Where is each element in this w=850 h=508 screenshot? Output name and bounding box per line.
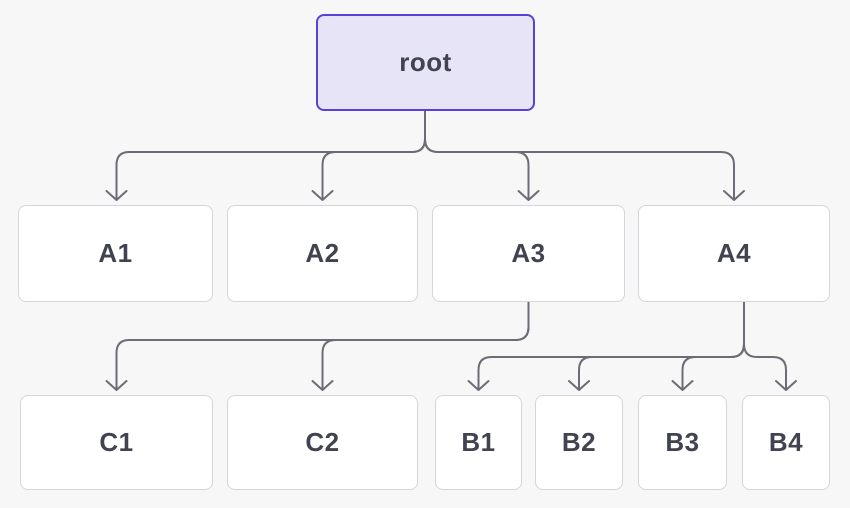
node-c1-label: C1	[99, 427, 134, 457]
node-b2-label: B2	[561, 427, 597, 457]
node-a4[interactable]: A4	[638, 205, 830, 302]
edge-a3-c2	[311, 301, 530, 391]
edge-root-a4	[424, 110, 745, 201]
edge-a4-b4	[743, 301, 797, 391]
node-c2[interactable]: C2	[227, 395, 418, 490]
node-a3-label: A3	[511, 238, 546, 268]
node-root-label: root	[399, 47, 452, 77]
node-b1[interactable]: B1	[435, 395, 522, 490]
node-a1-label: A1	[98, 238, 133, 268]
node-a2[interactable]: A2	[227, 205, 418, 302]
node-b2[interactable]: B2	[535, 395, 623, 490]
node-a3[interactable]: A3	[432, 205, 625, 302]
node-c2-label: C2	[305, 427, 340, 457]
edge-root-a1	[105, 110, 426, 201]
edge-a4-b1	[467, 301, 745, 391]
node-a1[interactable]: A1	[18, 205, 213, 302]
node-b1-label: B1	[461, 427, 496, 457]
edge-a3-c1	[105, 301, 530, 391]
node-root[interactable]: root	[316, 14, 535, 111]
node-b4-label: B4	[768, 427, 804, 457]
node-a2-label: A2	[305, 238, 340, 268]
node-c1[interactable]: C1	[20, 395, 213, 490]
node-a4-label: A4	[716, 238, 752, 268]
edge-root-a3	[424, 110, 540, 201]
edge-a4-b3	[671, 301, 745, 391]
node-b3[interactable]: B3	[638, 395, 727, 490]
node-b3-label: B3	[665, 427, 700, 457]
edge-a4-b2	[568, 301, 745, 391]
edge-root-a2	[311, 110, 426, 201]
node-b4[interactable]: B4	[742, 395, 830, 490]
